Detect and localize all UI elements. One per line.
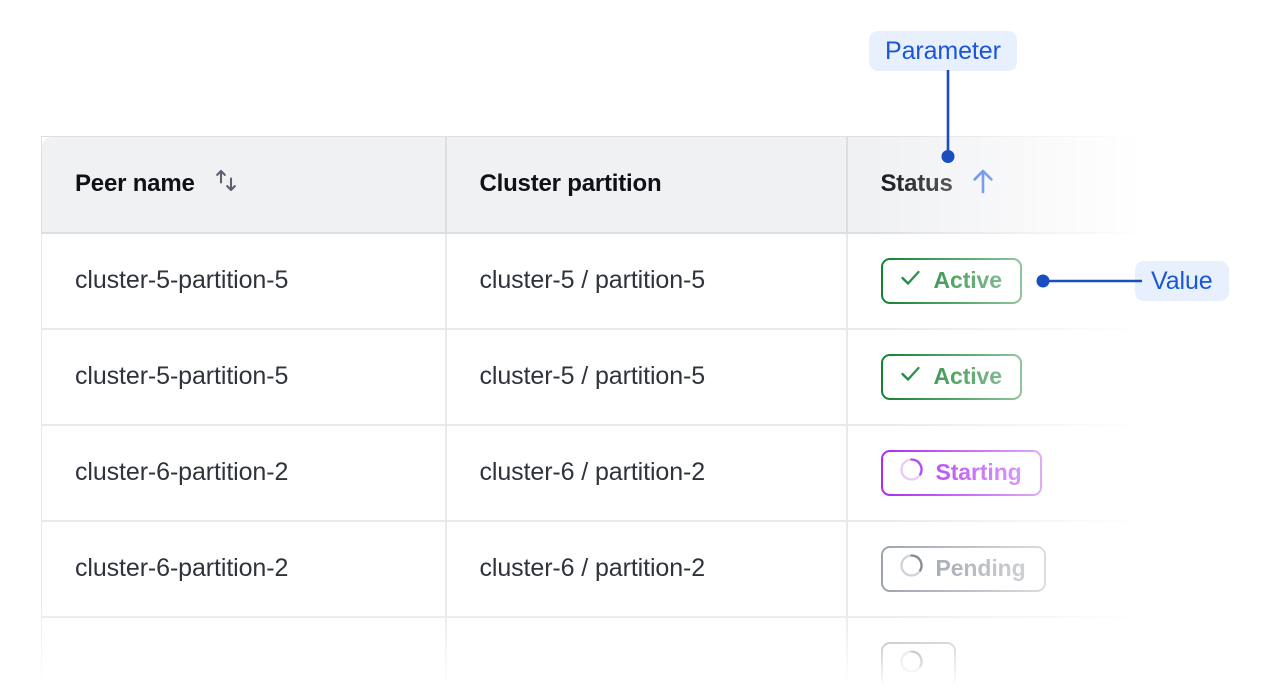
annotation-pill-parameter: Parameter xyxy=(869,31,1017,71)
cell-status: Active xyxy=(846,328,1151,426)
cell-status: Pending xyxy=(846,520,1151,618)
table-row[interactable]: cluster-6-partition-2 cluster-6 / partit… xyxy=(41,520,1151,618)
column-header-status[interactable]: Status xyxy=(846,136,1151,234)
cell-cluster-partition xyxy=(445,616,848,688)
cell-peer-name: cluster-6-partition-2 xyxy=(41,424,447,522)
cell-peer-name: cluster-6-partition-2 xyxy=(41,520,447,618)
status-badge[interactable] xyxy=(880,641,956,688)
cell-peer-name xyxy=(41,616,447,688)
cell-peer-name: cluster-5-partition-5 xyxy=(41,328,447,426)
peers-table: Peer name Cluster partition xyxy=(41,136,1151,688)
cell-status: Active xyxy=(846,232,1151,330)
column-header-cluster-partition[interactable]: Cluster partition xyxy=(445,136,848,234)
table-row[interactable] xyxy=(41,616,1151,688)
status-badge[interactable]: Active xyxy=(880,353,1022,400)
cell-status xyxy=(846,616,1151,688)
status-badge[interactable]: Starting xyxy=(880,449,1042,496)
status-badge[interactable]: Pending xyxy=(880,545,1046,592)
status-badge[interactable]: Active xyxy=(880,257,1022,304)
cell-status: Starting xyxy=(846,424,1151,522)
check-icon xyxy=(898,361,923,392)
sort-updown-icon[interactable] xyxy=(211,166,241,203)
status-badge-label: Starting xyxy=(935,459,1022,485)
cell-peer-name: cluster-5-partition-5 xyxy=(41,232,447,330)
status-badge-label: Active xyxy=(933,267,1003,293)
cell-cluster-partition: cluster-6 / partition-2 xyxy=(445,520,848,618)
column-header-status-label: Status xyxy=(880,170,953,198)
table-row[interactable]: cluster-5-partition-5 cluster-5 / partit… xyxy=(41,328,1151,426)
table-body: cluster-5-partition-5 cluster-5 / partit… xyxy=(41,232,1151,688)
table-row[interactable]: cluster-5-partition-5 cluster-5 / partit… xyxy=(41,232,1151,330)
cell-cluster-partition: cluster-5 / partition-5 xyxy=(445,328,848,426)
table-header: Peer name Cluster partition xyxy=(41,136,1151,234)
arrow-up-icon[interactable] xyxy=(969,166,997,203)
spinner-icon xyxy=(898,456,925,489)
cell-cluster-partition: cluster-5 / partition-5 xyxy=(445,232,848,330)
check-icon xyxy=(898,265,923,296)
spinner-icon xyxy=(898,552,925,585)
spinner-icon xyxy=(898,648,925,681)
annotation-pill-parameter-label: Parameter xyxy=(885,36,1001,65)
column-header-cluster-partition-label: Cluster partition xyxy=(479,170,662,198)
table-row[interactable]: cluster-6-partition-2 cluster-6 / partit… xyxy=(41,424,1151,522)
column-header-peer-name-label: Peer name xyxy=(75,170,195,198)
status-badge-label: Active xyxy=(933,363,1003,389)
table-header-row: Peer name Cluster partition xyxy=(41,136,1151,234)
column-header-peer-name[interactable]: Peer name xyxy=(41,136,447,234)
annotation-pill-value: Value xyxy=(1135,261,1229,301)
annotation-pill-value-label: Value xyxy=(1151,266,1213,295)
status-badge-label: Pending xyxy=(935,555,1026,581)
peers-table-container: Peer name Cluster partition xyxy=(41,136,1151,688)
cell-cluster-partition: cluster-6 / partition-2 xyxy=(445,424,848,522)
